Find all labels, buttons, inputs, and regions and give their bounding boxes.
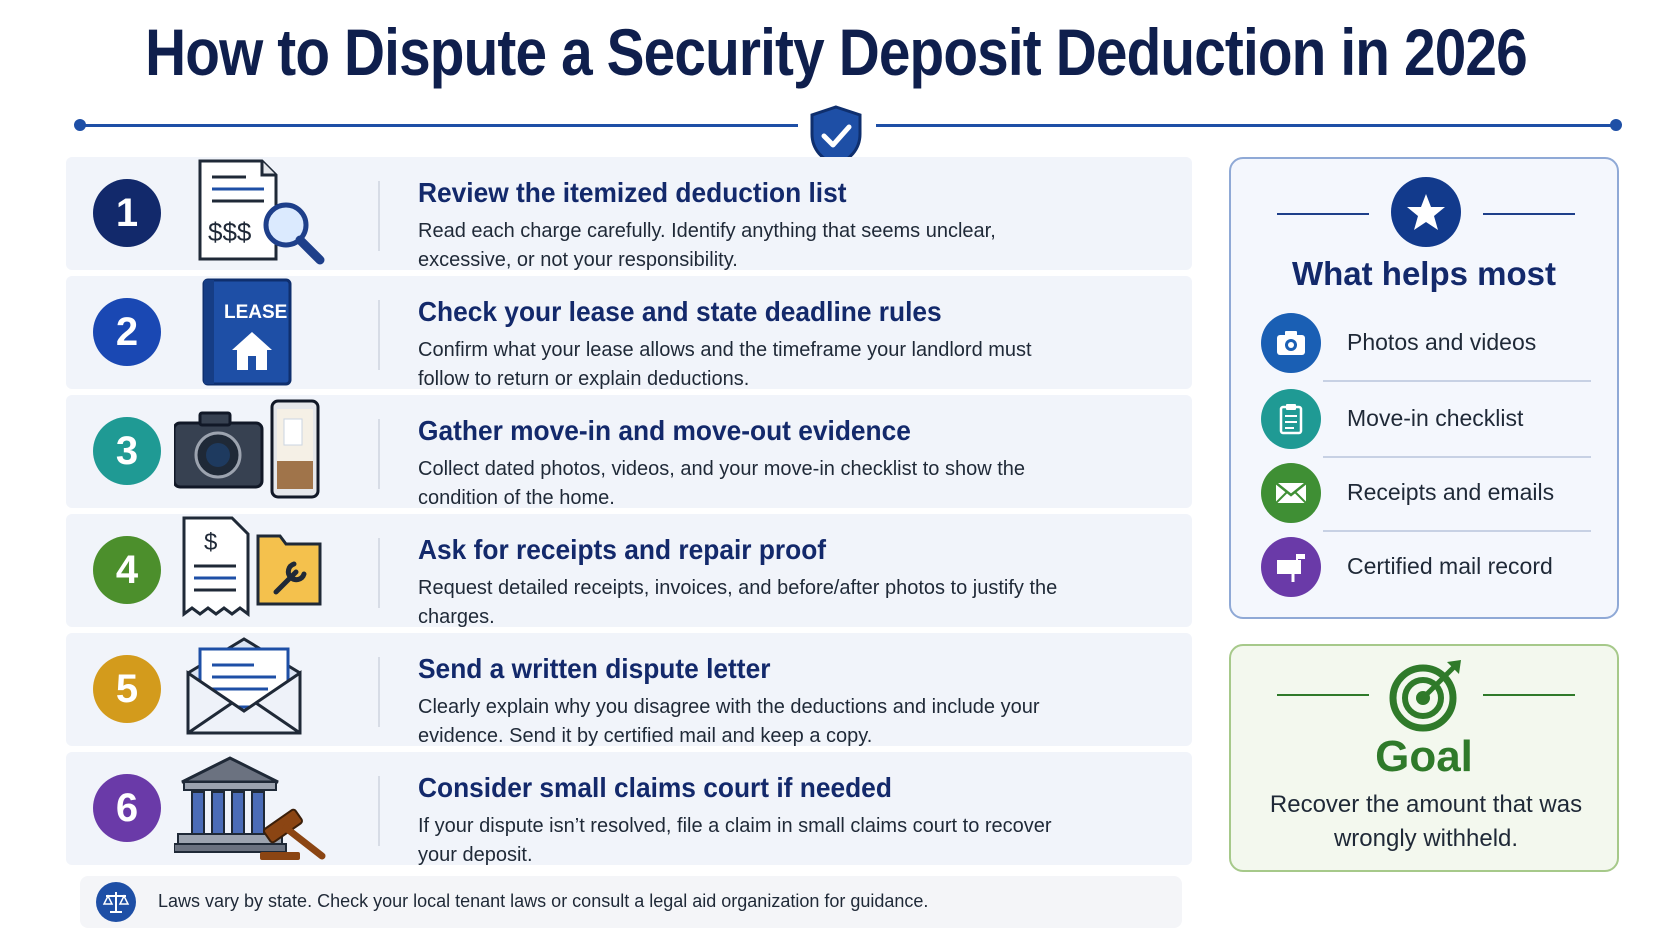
receipt-magnifier-icon: $$$ xyxy=(198,159,325,265)
rule-dot-left xyxy=(74,119,86,131)
helps-rule-right xyxy=(1483,213,1575,215)
rule-dot-right xyxy=(1610,119,1622,131)
step-divider xyxy=(378,776,380,846)
helps-item-label: Photos and videos xyxy=(1347,329,1537,355)
scales-icon xyxy=(96,882,136,922)
step-description: Clearly explain why you disagree with th… xyxy=(418,696,1040,747)
camera-phone-icon xyxy=(174,399,320,499)
lease-book-icon: LEASE xyxy=(202,278,292,386)
helps-item-label: Certified mail record xyxy=(1347,553,1553,579)
step-description: Read each charge carefully. Identify any… xyxy=(418,220,996,271)
step-heading: Consider small claims court if needed xyxy=(418,772,892,803)
goal-panel: Goal Recover the amount that was wrongly… xyxy=(1229,644,1619,872)
step-heading: Send a written dispute letter xyxy=(418,653,771,684)
step-description: If your dispute isn’t resolved, file a c… xyxy=(418,815,1052,866)
step-divider xyxy=(378,538,380,608)
helps-item-photos: Photos and videos xyxy=(1261,305,1601,382)
step-3: 3 Gather move-in and move-out evidence C… xyxy=(66,395,1192,509)
step-description: Request detailed receipts, invoices, and… xyxy=(418,577,1058,628)
goal-title: Goal xyxy=(1375,732,1473,781)
title-rule-left xyxy=(80,124,798,127)
page-title: How to Dispute a Security Deposit Deduct… xyxy=(145,15,1528,89)
helps-item-checklist: Move-in checklist xyxy=(1261,381,1601,458)
what-helps-panel: What helps most Photos and videos Move-i… xyxy=(1229,157,1619,619)
step-divider xyxy=(378,300,380,370)
dollar-signs-text: $$$ xyxy=(208,217,252,247)
camera-icon xyxy=(1261,313,1321,373)
step-2: 2 LEASE Check your lease and state deadl… xyxy=(66,276,1192,390)
step-divider xyxy=(378,181,380,251)
step-description: Confirm what your lease allows and the t… xyxy=(418,339,1032,390)
courthouse-gavel-icon xyxy=(174,756,326,860)
helps-divider xyxy=(1323,456,1591,458)
step-description: Collect dated photos, videos, and your m… xyxy=(418,458,1025,509)
step-number-badge: 1 xyxy=(93,179,161,247)
step-5: 5 Send a written dispute letter Clearly … xyxy=(66,633,1192,747)
goal-description: Recover the amount that was wrongly with… xyxy=(1269,791,1583,852)
steps-list: 1 $$$ Review the itemized deduction list… xyxy=(66,157,1192,871)
mailbox-icon xyxy=(1261,537,1321,597)
step-4: 4 $ Ask for receipts and repair proof Re… xyxy=(66,514,1192,628)
helps-divider xyxy=(1323,380,1591,382)
envelope-letter-icon xyxy=(186,637,302,735)
step-number-badge: 6 xyxy=(93,774,161,842)
clipboard-icon xyxy=(1261,389,1321,449)
step-heading: Gather move-in and move-out evidence xyxy=(418,415,911,446)
helps-item-label: Move-in checklist xyxy=(1347,405,1524,431)
receipt-folder-icon: $ xyxy=(182,516,322,617)
step-heading: Review the itemized deduction list xyxy=(418,177,847,208)
step-number-badge: 3 xyxy=(93,417,161,485)
helps-item-certified-mail: Certified mail record xyxy=(1261,529,1601,605)
star-icon xyxy=(1391,177,1461,247)
envelope-icon xyxy=(1261,463,1321,523)
helps-item-receipts: Receipts and emails xyxy=(1261,455,1601,532)
goal-rule-left xyxy=(1277,694,1369,696)
title-rule-right xyxy=(876,124,1616,127)
step-divider xyxy=(378,419,380,489)
helps-divider xyxy=(1323,530,1591,532)
step-number-badge: 2 xyxy=(93,298,161,366)
receipt-dollar-text: $ xyxy=(204,529,217,556)
helps-title: What helps most xyxy=(1291,255,1557,292)
step-number-badge: 4 xyxy=(93,536,161,604)
helps-rule-left xyxy=(1277,213,1369,215)
step-heading: Ask for receipts and repair proof xyxy=(418,534,827,565)
target-icon xyxy=(1389,660,1461,732)
step-6: 6 Consider small claims court if needed … xyxy=(66,752,1192,866)
legal-note: Laws vary by state. Check your local ten… xyxy=(80,876,1182,928)
step-number-badge: 5 xyxy=(93,655,161,723)
goal-rule-right xyxy=(1483,694,1575,696)
lease-text: LEASE xyxy=(224,302,287,323)
helps-item-label: Receipts and emails xyxy=(1347,479,1555,505)
step-1: 1 $$$ Review the itemized deduction list… xyxy=(66,157,1192,271)
step-heading: Check your lease and state deadline rule… xyxy=(418,296,942,327)
step-divider xyxy=(378,657,380,727)
legal-note-text: Laws vary by state. Check your local ten… xyxy=(158,891,929,911)
